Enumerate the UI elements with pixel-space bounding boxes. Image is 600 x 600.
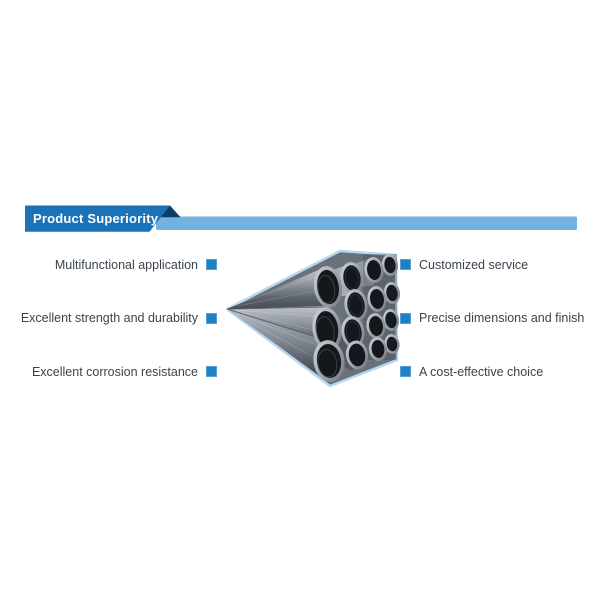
banner-bar bbox=[156, 216, 577, 230]
pipe-ends-mid2 bbox=[364, 257, 388, 361]
bullet-square-icon bbox=[206, 312, 217, 324]
feature-item: A cost-effective choice bbox=[400, 345, 600, 399]
feature-label: A cost-effective choice bbox=[419, 364, 544, 379]
pipe-body bbox=[227, 309, 329, 382]
bullet-square-icon bbox=[400, 366, 411, 378]
feature-item: Precise dimensions and finish bbox=[400, 292, 600, 346]
feature-item: Excellent corrosion resistance bbox=[0, 345, 217, 399]
feature-item: Customized service bbox=[400, 238, 600, 292]
pipe-ends-mid1 bbox=[340, 262, 369, 370]
pipe-ends-back bbox=[381, 254, 401, 354]
feature-label: Excellent corrosion resistance bbox=[31, 364, 198, 379]
pipe-streaks bbox=[234, 272, 329, 366]
banner-ribbon bbox=[25, 205, 170, 232]
bullet-square-icon bbox=[400, 312, 411, 324]
feature-label: Excellent strength and durability bbox=[20, 311, 198, 325]
bullet-square-icon bbox=[400, 259, 411, 271]
bullet-square-icon bbox=[206, 366, 217, 378]
pipe-body bbox=[227, 266, 328, 309]
feature-item: Multifunctional application bbox=[0, 238, 217, 292]
product-superiority-banner bbox=[25, 205, 577, 232]
feature-label: Multifunctional application bbox=[54, 257, 198, 272]
feature-item: Excellent strength and durability bbox=[0, 292, 217, 346]
pipe-seams bbox=[226, 306, 330, 342]
bullet-square-icon bbox=[206, 259, 217, 271]
features-left-column: Multifunctional application Excellent st… bbox=[0, 238, 217, 399]
spiral-steel-pipes-image bbox=[225, 249, 401, 388]
features-right-column: Customized service Precise dimensions an… bbox=[400, 238, 600, 399]
feature-label: Customized service bbox=[419, 257, 529, 272]
pipe-ends-front bbox=[312, 266, 345, 382]
page-title: Product Superiority bbox=[33, 211, 159, 226]
feature-label: Precise dimensions and finish bbox=[419, 311, 585, 325]
